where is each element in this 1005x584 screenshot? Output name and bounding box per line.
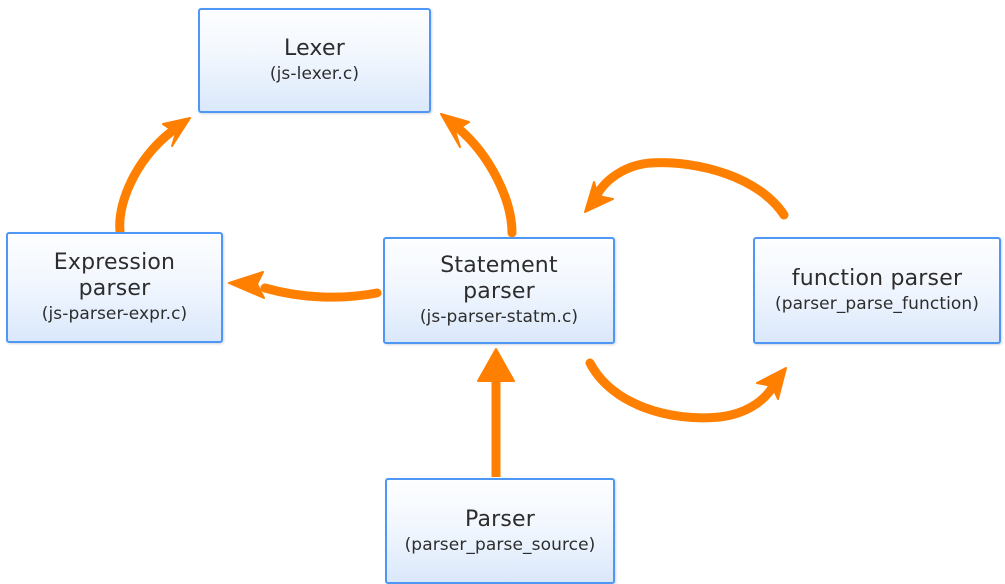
node-parser-subtitle: (parser_parse_source): [404, 534, 596, 555]
edge-expression-to-lexer: [115, 117, 191, 236]
node-lexer[interactable]: Lexer (js-lexer.c): [198, 8, 431, 113]
node-lexer-title: Lexer: [284, 36, 345, 61]
edge-function-to-statement: [584, 158, 789, 220]
node-function-parser-subtitle: (parser_parse_function): [774, 294, 980, 314]
node-function-parser[interactable]: function parser (parser_parse_function): [753, 237, 1001, 344]
node-function-parser-title: function parser: [791, 266, 963, 291]
node-expression-parser[interactable]: Expression parser (js-parser-expr.c): [6, 232, 223, 343]
edge-parser-to-statement: [477, 348, 515, 477]
node-statement-parser[interactable]: Statement parser (js-parser-statm.c): [383, 237, 615, 344]
edge-statement-to-expression: [228, 271, 382, 302]
edge-statement-to-function: [585, 358, 787, 423]
node-expression-parser-subtitle: (js-parser-expr.c): [41, 303, 188, 324]
edge-statement-to-lexer: [440, 113, 517, 238]
node-statement-parser-title: Statement parser: [440, 252, 558, 304]
node-parser-title: Parser: [464, 506, 536, 532]
node-lexer-subtitle: (js-lexer.c): [269, 64, 360, 84]
node-statement-parser-subtitle: (js-parser-statm.c): [419, 306, 579, 327]
node-expression-parser-title: Expression parser: [53, 249, 176, 301]
node-parser[interactable]: Parser (parser_parse_source): [385, 478, 615, 584]
